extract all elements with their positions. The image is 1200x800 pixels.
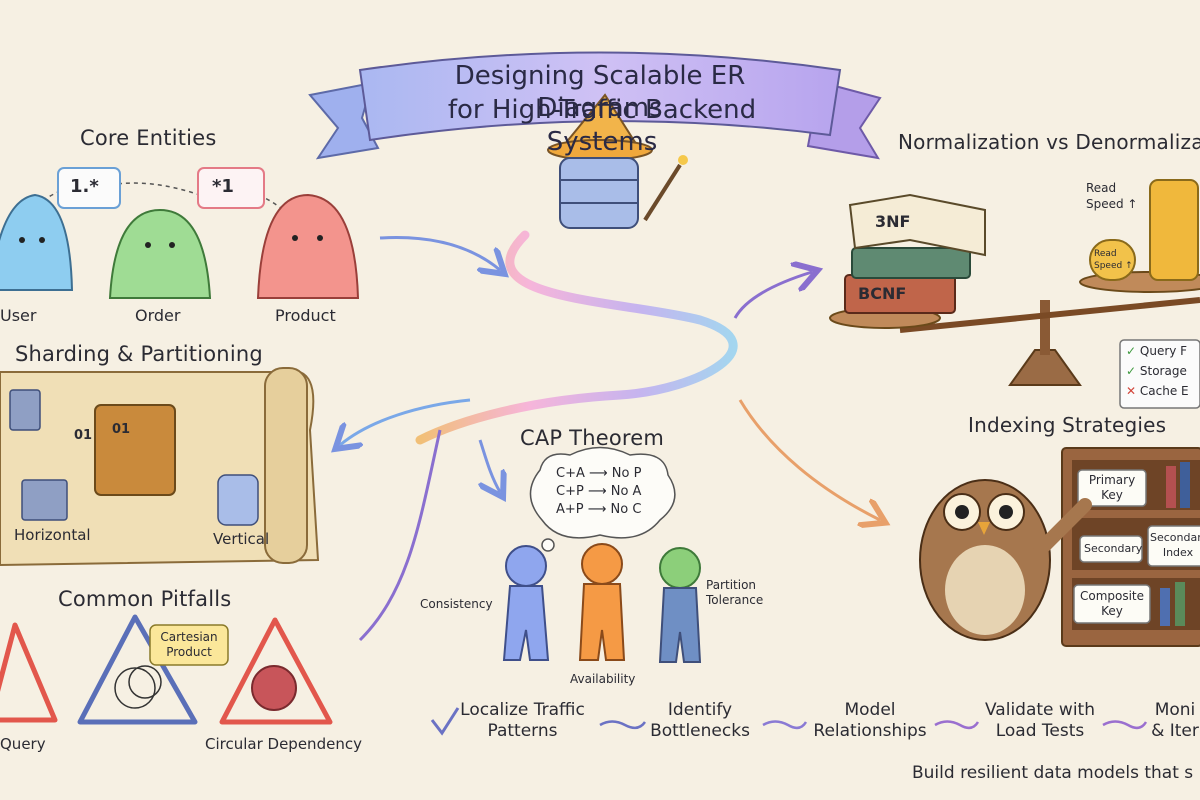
cap-heading: CAP Theorem	[520, 426, 665, 450]
entity-order-label: Order	[135, 306, 181, 325]
check-icon: ✓	[1126, 344, 1137, 358]
normalization-scale	[829, 179, 1200, 409]
chest-bits-left: 01	[74, 428, 93, 443]
sharding-map	[0, 367, 320, 567]
workflow-step-5: Moni & Iter	[1151, 700, 1199, 741]
cap-consistency-label: Consistency	[420, 597, 493, 611]
footer-tagline: Build resilient data models that s	[912, 763, 1194, 783]
user-blob	[0, 193, 74, 291]
pitfall-triangles	[0, 614, 333, 725]
cap-partition-label: Partition Tolerance	[706, 578, 764, 607]
cardinality-tag-one-many: 1.*	[70, 176, 99, 197]
core-entities-heading: Core Entities	[80, 126, 217, 150]
sharding-horizontal-label: Horizontal	[14, 526, 91, 544]
sharding-heading: Sharding & Partitioning	[15, 342, 263, 366]
cap-rule-3: A+P ⟶ No C	[556, 502, 642, 517]
index-card-composite: Composite Key	[1079, 589, 1145, 618]
indexing-heading: Indexing Strategies	[968, 413, 1167, 437]
book-3nf-label: 3NF	[875, 212, 911, 231]
workflow-step-4: Validate with Load Tests	[985, 700, 1095, 741]
entity-product-label: Product	[275, 306, 336, 325]
cardinality-tag-many-one: *1	[212, 176, 234, 197]
entity-user-label: User	[0, 306, 37, 325]
workflow-step-2: Identify Bottlenecks	[650, 700, 750, 741]
flow-arrows	[340, 236, 880, 642]
wizard-database-icon	[547, 93, 688, 229]
coin-read-speed-label: Read Speed ↑	[1094, 249, 1133, 271]
read-speed-note: Read Speed ↑	[1086, 181, 1138, 211]
pitfall-cartesian-label: Cartesian Product	[160, 630, 218, 659]
owl-icon	[919, 479, 1092, 641]
checklist-item-1: ✓ Query F	[1126, 344, 1188, 358]
workflow-step-1: Localize Traffic Patterns	[460, 700, 585, 741]
normalization-heading: Normalization vs Denormaliza	[898, 130, 1200, 154]
order-blob	[108, 208, 212, 299]
indexing-shelf	[1061, 447, 1200, 647]
pitfall-query-label: Query	[0, 735, 46, 753]
cap-rule-2: C+P ⟶ No A	[556, 484, 642, 499]
checklist-item-2: ✓ Storage	[1126, 364, 1187, 378]
index-card-secondary-index: Secondary Index	[1150, 531, 1200, 559]
book-bcnf-label: BCNF	[858, 284, 907, 303]
title-banner	[308, 51, 882, 160]
pitfalls-heading: Common Pitfalls	[58, 587, 232, 611]
index-card-primary: Primary Key	[1088, 473, 1136, 502]
product-blob	[256, 193, 360, 299]
cap-rule-1: C+A ⟶ No P	[556, 466, 642, 481]
workflow-arrows	[430, 707, 1148, 736]
check-icon: ✓	[1126, 364, 1137, 378]
banner-title-line1: Designing Scalable ER Diagrams	[454, 61, 746, 123]
pitfall-circular-label: Circular Dependency	[205, 735, 362, 753]
checklist-item-3: ✕ Cache E	[1126, 384, 1189, 398]
cardinality-links	[29, 167, 291, 216]
cap-availability-label: Availability	[570, 672, 636, 686]
index-card-secondary: Secondary	[1084, 542, 1143, 555]
cross-icon: ✕	[1126, 384, 1137, 398]
cap-people	[502, 543, 702, 663]
sharding-vertical-label: Vertical	[213, 530, 270, 548]
chest-bits-right: 01	[112, 422, 131, 437]
magic-swirl	[415, 230, 738, 445]
workflow-step-3: Model Relationships	[813, 700, 927, 741]
banner-title-line2: for High-Traffic Backend Systems	[447, 95, 757, 157]
